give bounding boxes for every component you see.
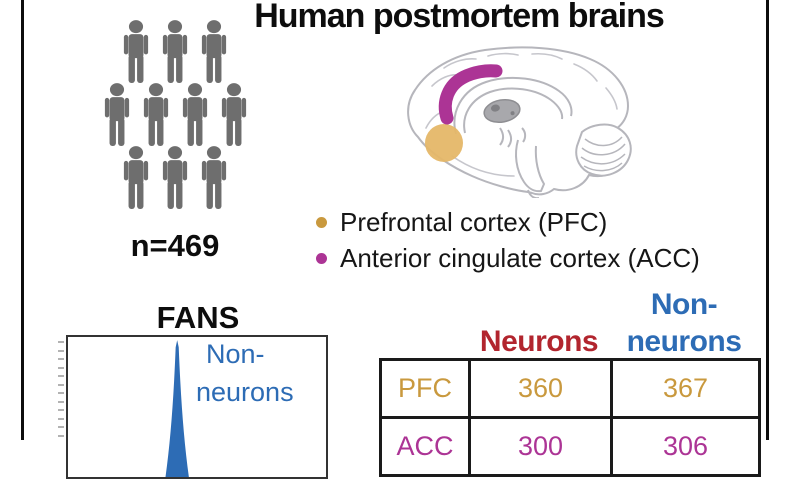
axis-tick — [58, 366, 64, 369]
axis-tick — [58, 426, 64, 428]
legend-item-acc: Anterior cingulate cortex (ACC) — [316, 243, 700, 274]
person-icon — [178, 83, 212, 146]
thalamus-shape — [483, 98, 521, 124]
cohort-count-label: n=469 — [130, 228, 220, 263]
pfc-non-neurons-count: 367 — [610, 358, 761, 419]
fans-population-label-line1: Non- — [206, 339, 265, 369]
person-icon — [217, 83, 251, 146]
axis-tick — [58, 341, 64, 343]
person-icon-row — [90, 83, 260, 146]
brain-region-legend: Prefrontal cortex (PFC) Anterior cingula… — [316, 207, 700, 279]
person-icon — [119, 20, 153, 83]
fans-population-label-line2: neurons — [196, 377, 294, 407]
person-icon — [197, 20, 231, 83]
row-label-acc: ACC — [379, 416, 471, 477]
acc-non-neurons-count: 306 — [610, 416, 761, 477]
acc-bullet-icon — [316, 253, 327, 264]
table-header-neurons: Neurons — [479, 325, 599, 358]
person-icon — [197, 146, 231, 209]
table-header-non-neurons-line1: Non- — [650, 288, 718, 321]
axis-tick — [58, 400, 64, 403]
legend-item-label: Anterior cingulate cortex (ACC) — [340, 243, 700, 273]
person-icon — [139, 83, 173, 146]
person-icon-row — [90, 146, 260, 209]
brain-sagittal-icon — [407, 46, 632, 198]
axis-tick — [58, 409, 64, 411]
fans-histogram-panel: Non- neurons — [66, 335, 328, 479]
pfc-bullet-icon — [316, 217, 327, 228]
axis-tick — [58, 349, 64, 352]
table-row: ACC 300 306 — [379, 416, 761, 477]
axis-tick — [58, 358, 64, 360]
cohort-people-icons — [90, 20, 260, 209]
pfc-region-highlight — [425, 124, 463, 162]
panel-border-left — [21, 0, 24, 440]
axis-tick — [58, 375, 64, 377]
pfc-neurons-count: 360 — [468, 358, 613, 419]
axis-tick — [58, 434, 64, 437]
axis-tick — [58, 392, 64, 394]
fans-title: FANS — [156, 300, 240, 335]
acc-neurons-count: 300 — [468, 416, 613, 477]
person-icon — [119, 146, 153, 209]
table-row: PFC 360 367 — [379, 358, 761, 419]
acc-region-highlight — [438, 64, 503, 125]
row-label-pfc: PFC — [379, 358, 471, 419]
sample-count-table: PFC 360 367 ACC 300 306 — [379, 358, 761, 477]
person-icon — [158, 20, 192, 83]
person-icon — [158, 146, 192, 209]
legend-item-label: Prefrontal cortex (PFC) — [340, 207, 608, 237]
person-icon-row — [90, 20, 260, 83]
panel-border-right — [766, 0, 769, 440]
person-icon — [100, 83, 134, 146]
panel-title: Human postmortem brains — [254, 0, 665, 35]
axis-tick — [58, 417, 64, 420]
axis-tick — [58, 383, 64, 386]
legend-item-pfc: Prefrontal cortex (PFC) — [316, 207, 700, 238]
table-header-non-neurons-line2: neurons — [626, 325, 742, 358]
fans-axis-ticks — [58, 341, 64, 443]
